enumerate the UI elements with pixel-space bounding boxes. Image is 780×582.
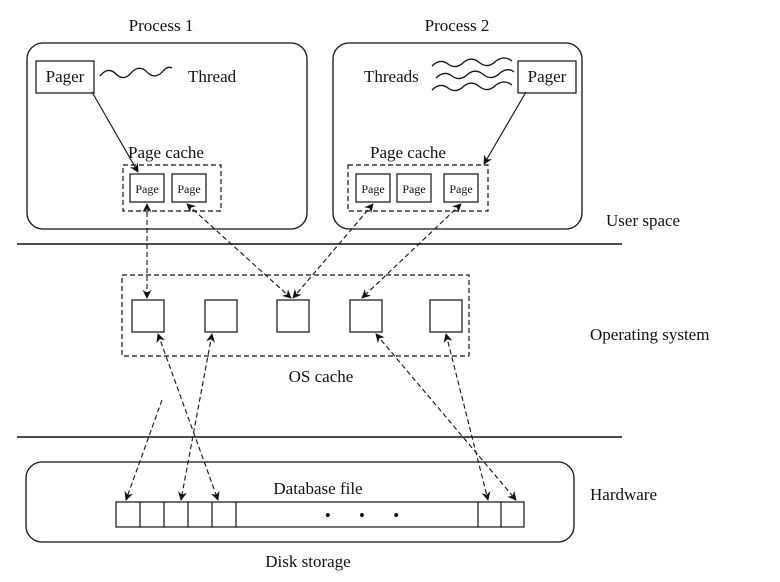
process2-pager-box	[517, 60, 577, 94]
process1-page-cache-label: Page cache	[128, 143, 204, 162]
arrow-os4-disk	[375, 333, 517, 501]
process2-page-2	[396, 173, 432, 203]
os-cache-block-4	[349, 299, 383, 333]
database-file-label: Database file	[273, 479, 362, 498]
disk-storage-label: Disk storage	[265, 552, 350, 571]
process2-title: Process 2	[425, 16, 490, 35]
arrow-os1-disk	[156, 333, 220, 501]
os-cache-block-3	[276, 299, 310, 333]
arrow-os2-disk	[178, 333, 215, 501]
process1-pager-label: Pager	[46, 67, 85, 86]
os-cache-block-1	[131, 299, 165, 333]
arrow-p2page3-os4	[361, 203, 462, 299]
process1-page-2	[171, 173, 207, 203]
process1-page-cache-box	[122, 164, 222, 212]
operating-system-label: Operating system	[590, 325, 709, 344]
process1-pager-box	[35, 60, 95, 94]
os-cache-block-5	[429, 299, 463, 333]
process1-page-1-label: Page	[135, 182, 158, 196]
user-space-label: User space	[606, 211, 680, 230]
process2-page-2-label: Page	[402, 182, 425, 196]
arrow-os5-disk	[443, 333, 491, 501]
process2-pager-label: Pager	[528, 67, 567, 86]
arrow-disk-block-1	[124, 399, 163, 501]
process2-page-3	[443, 173, 479, 203]
database-file-ellipsis: • • •	[325, 506, 411, 525]
process2-page-cache-label: Page cache	[370, 143, 446, 162]
threads-squiggles-icon	[431, 57, 515, 92]
process1-thread-label: Thread	[188, 67, 237, 86]
process2-page-3-label: Page	[449, 182, 472, 196]
arrow-p1page2-os3	[186, 203, 292, 299]
cache-transfer-arrows	[124, 203, 517, 501]
database-file-block-dividers	[139, 502, 502, 527]
process2-page-1-label: Page	[361, 182, 384, 196]
process2-page-1	[355, 173, 391, 203]
disk-storage-box	[25, 461, 575, 543]
process1-page-1	[129, 173, 165, 203]
process2-threads-label: Threads	[364, 67, 419, 86]
process1-pager-arrow	[91, 91, 139, 173]
database-file-strip	[115, 501, 525, 528]
thread-squiggle-icon	[99, 66, 173, 79]
arrow-p2page1-os3	[292, 203, 374, 299]
hardware-label: Hardware	[590, 485, 657, 504]
os-cache-box	[121, 274, 470, 357]
process2-pager-arrow	[483, 91, 527, 165]
process1-page-2-label: Page	[177, 182, 200, 196]
os-cache-label: OS cache	[289, 367, 354, 386]
os-cache-block-2	[204, 299, 238, 333]
process1-title: Process 1	[129, 16, 194, 35]
process1-box	[26, 42, 308, 230]
